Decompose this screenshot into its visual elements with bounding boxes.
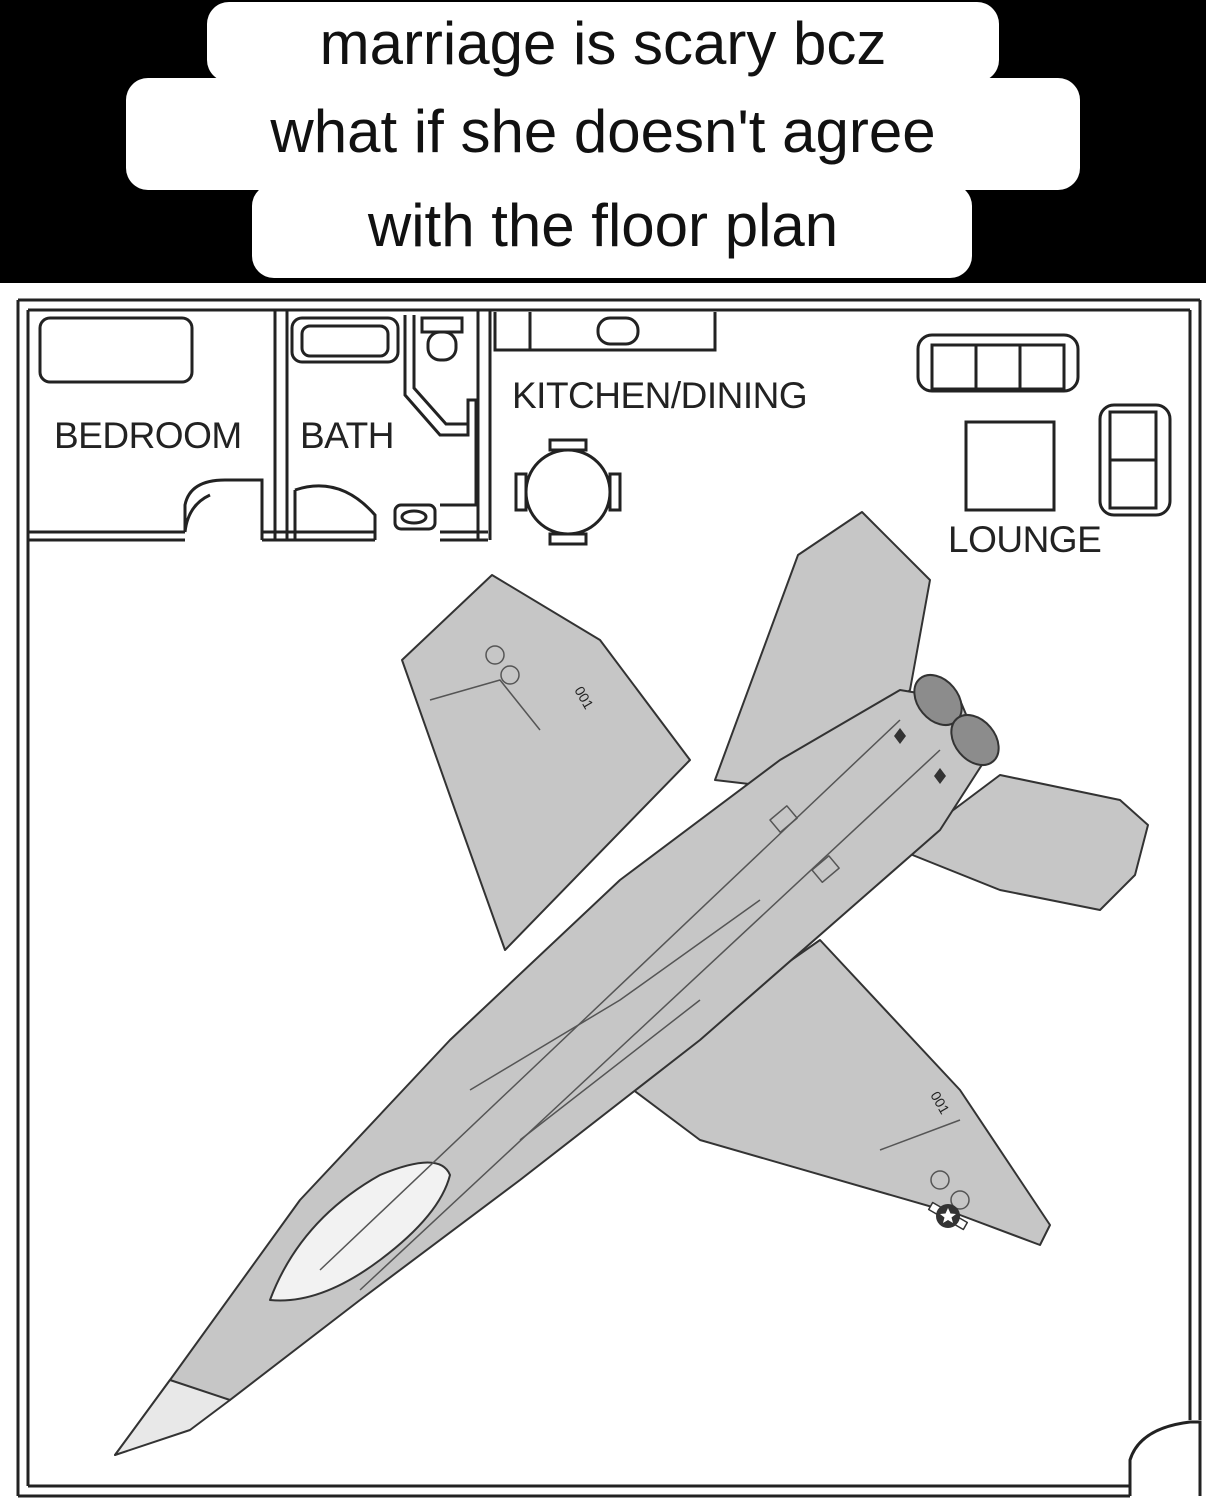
jet-nose: [114, 1379, 231, 1456]
floor-plan-drawing: BEDROOM BATH KITCHEN/DINING LOUNGE: [16, 298, 1202, 1498]
floor-plan: BEDROOM BATH KITCHEN/DINING LOUNGE: [0, 283, 1206, 1499]
caption-band: marriage is scary bcz what if she doesn'…: [0, 0, 1206, 283]
jet-tail-plane: [899, 774, 1149, 911]
jet-nozzle-2: [950, 713, 1000, 767]
caption-box-line-1: [207, 2, 999, 82]
lounge-label: LOUNGE: [948, 519, 1101, 560]
bedroom-furniture: [38, 316, 194, 384]
fighter-jet: [114, 511, 1149, 1456]
jet-wing-upper: [401, 574, 691, 951]
bath-label: BATH: [300, 415, 394, 456]
caption-line-2: what if she doesn't agree: [270, 98, 936, 165]
kitchen-fixtures: [493, 312, 717, 546]
caption-line-3: with the floor plan: [367, 192, 839, 259]
bedroom-label: BEDROOM: [54, 415, 242, 456]
kitchen-dining-label: KITCHEN/DINING: [512, 375, 807, 416]
jet-panel-lines: [319, 645, 970, 1291]
lounge-furniture: [790, 299, 1172, 517]
caption-line-1: marriage is scary bcz: [319, 10, 887, 77]
bath-fixtures: [290, 316, 464, 531]
caption-box-line-2: [126, 78, 1080, 190]
wall-window-marks: [16, 770, 1202, 1060]
caption-box-line-3: [252, 184, 972, 278]
star-roundel-icon: [927, 1201, 969, 1231]
